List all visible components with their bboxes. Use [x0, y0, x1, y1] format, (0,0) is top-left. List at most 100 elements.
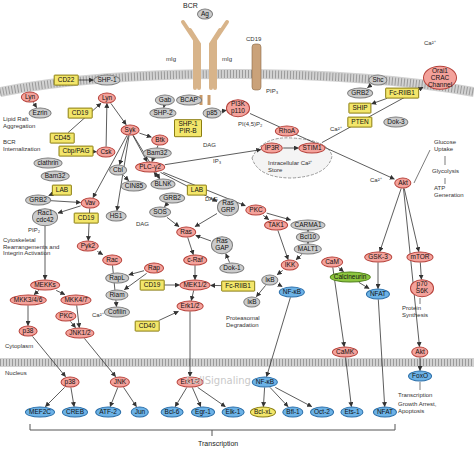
- signal-arrow: [129, 271, 144, 275]
- node-text: Calcineurin: [334, 274, 367, 281]
- kinase-oval: Csk: [96, 147, 115, 158]
- annotation-text: PIP₂: [28, 227, 40, 234]
- node-text: TAK1: [268, 222, 284, 229]
- node-text: CD19: [72, 110, 89, 117]
- signal-arrow: [192, 387, 200, 406]
- node-text: Cbp/PAG: [63, 148, 90, 155]
- signal-arrow: [279, 285, 282, 287]
- kinase-oval: Pyk2: [77, 241, 99, 252]
- regulator-box: Cbp/PAG: [59, 146, 94, 157]
- annotation-text: Glucose Uptake: [434, 139, 472, 152]
- node-text: Rac: [106, 257, 118, 264]
- kinase-oval: Vav: [81, 198, 100, 209]
- signal-arrow: [378, 262, 379, 288]
- signal-arrow: [139, 133, 151, 137]
- regulator-box: Fc-RIIB1: [221, 281, 255, 292]
- node-text: LAB: [191, 187, 203, 194]
- adaptor-oval: MALT1: [294, 244, 322, 255]
- signal-arrow: [56, 290, 65, 294]
- signal-arrow: [133, 135, 147, 161]
- annotation-text: Cytoskeletal Rearrangements and Integrin…: [3, 237, 63, 257]
- node-text: clathrin: [38, 160, 59, 167]
- node-text: p38: [65, 379, 76, 386]
- signal-arrow: [190, 311, 191, 376]
- adaptor-oval: Riam: [105, 290, 128, 301]
- node-text: HS1: [110, 213, 123, 220]
- annotation-text: Transcription: [398, 392, 432, 399]
- node-text: IP3R: [265, 145, 279, 152]
- node-text: Ras: [180, 229, 192, 236]
- node-text: RhoA: [279, 128, 295, 135]
- kinase-oval: MKK4/7: [60, 295, 91, 306]
- node-text: PKC: [59, 313, 72, 320]
- adaptor-oval: HS1: [106, 211, 127, 222]
- node-text: SHP-2: [153, 110, 172, 117]
- node-text: JNK: [114, 379, 126, 386]
- kinase-oval: p38: [61, 377, 80, 388]
- node-text: Fc-RIIB1: [389, 90, 415, 97]
- kinase-oval: JNK: [110, 377, 130, 388]
- regulator-box: SHIP: [348, 103, 371, 114]
- akt-glucose-leader: [414, 150, 430, 183]
- adaptor-oval: Cbl: [109, 165, 127, 176]
- annotation-text: PI(4,5)P₂: [238, 121, 262, 128]
- annotation-text: DAG: [203, 142, 216, 149]
- signal-arrow: [78, 80, 93, 81]
- node-text: CD19: [144, 282, 161, 289]
- kinase-oval: RhoA: [275, 126, 299, 137]
- transcription-factor-oval: NF-κB: [252, 377, 278, 388]
- annotation-text: Ca²⁺: [370, 177, 382, 184]
- node-text: PI3K p110: [230, 101, 246, 115]
- node-text: PKC: [249, 207, 262, 214]
- node-text: Jun: [135, 409, 145, 416]
- signal-arrow: [378, 299, 384, 406]
- kinase-oval: p70 S6K: [410, 279, 434, 297]
- kinase-oval: GSK-3: [364, 252, 392, 263]
- annotation-text: PIP₃: [266, 88, 278, 95]
- node-text: SHP-1: [97, 77, 116, 84]
- kinase-oval: PI3K p110: [226, 99, 250, 117]
- signal-arrow: [188, 237, 194, 254]
- adaptor-oval: Rac1 cdc42: [32, 208, 58, 226]
- adaptor-oval: IκB: [261, 275, 278, 286]
- annotation-text: ATP Generation: [434, 185, 472, 198]
- signal-arrow: [275, 387, 311, 406]
- kinase-oval: CaM: [321, 257, 343, 268]
- regulator-box: CD45: [50, 133, 75, 144]
- annotation-text: mIg: [166, 56, 176, 63]
- signal-arrow: [167, 217, 179, 226]
- adaptor-oval: clathrin: [34, 158, 63, 169]
- annotation-text: Lipid Raft Aggregation: [3, 116, 41, 129]
- signal-arrow: [164, 285, 179, 286]
- adaptor-oval: RapL: [105, 273, 129, 284]
- adaptor-oval: Ezrin: [29, 108, 52, 119]
- signal-arrow: [277, 270, 283, 274]
- bcr-receptor: [183, 22, 227, 88]
- kinase-oval: CaMK: [332, 347, 358, 358]
- adaptor-oval: Ras GRP: [217, 198, 239, 216]
- node-text: Bam32: [45, 173, 66, 180]
- adaptor-oval: Cofilin: [104, 307, 130, 318]
- node-text: CD40: [139, 323, 156, 330]
- regulator-box: Fc-RIIB1: [385, 88, 419, 99]
- adaptor-oval: BLNK: [151, 179, 176, 190]
- node-text: SHIP: [352, 105, 367, 112]
- node-text: p38: [23, 328, 34, 335]
- signal-arrow: [420, 357, 421, 370]
- node-text: Lyn: [25, 94, 35, 101]
- annotation-text: IP₃: [213, 158, 221, 165]
- kinase-oval: MEKKs: [30, 280, 60, 291]
- annotation-text: DAG: [136, 221, 149, 228]
- node-text: MEKKs: [34, 282, 56, 289]
- annotation-text: Ca²⁺: [92, 312, 104, 319]
- signal-arrow: [110, 387, 118, 406]
- kinase-oval: Akt: [411, 347, 428, 358]
- transcription-factor-oval: ATF-2: [95, 407, 121, 418]
- node-text: p70 S6K: [414, 281, 430, 295]
- adaptor-oval: Ag: [197, 9, 213, 20]
- adaptor-oval: Bam32: [143, 148, 172, 159]
- node-text: c-Raf: [187, 257, 203, 264]
- transcription-factor-oval: MEF2C: [25, 407, 55, 418]
- node-text: BLNK: [155, 181, 172, 188]
- node-text: ATF-2: [99, 409, 117, 416]
